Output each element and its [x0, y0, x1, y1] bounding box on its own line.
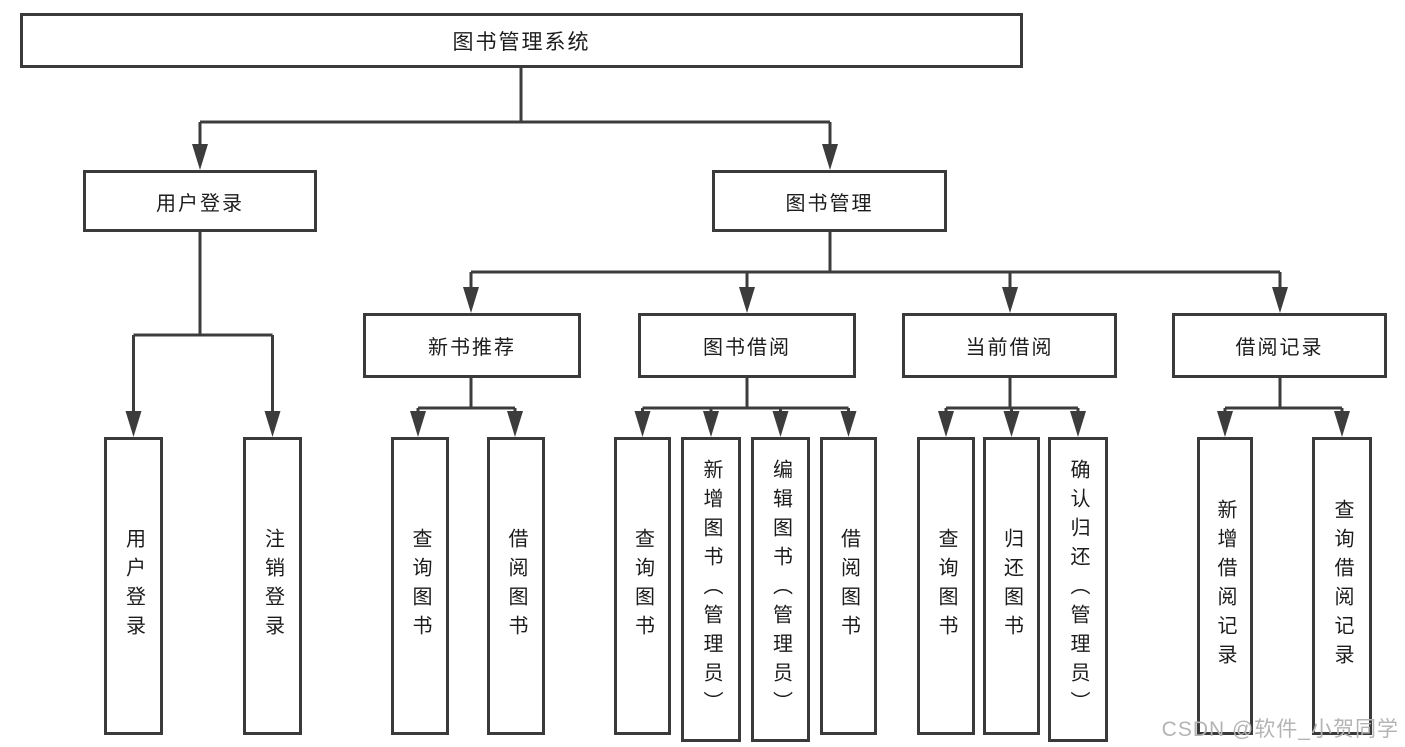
connector-borrowing-records [1223, 378, 1344, 413]
connector-book-management-to-level3 [469, 232, 1282, 289]
arrowhead [1272, 287, 1288, 313]
leaf-borrow-books: 借阅图书 [820, 437, 877, 735]
arrowhead [822, 144, 838, 170]
node-library-management-system: 图书管理系统 [20, 13, 1023, 68]
connector-new-book-recommendation [416, 378, 517, 413]
node-new-book-recommendation: 新书推荐 [363, 313, 581, 378]
arrowhead [703, 411, 719, 437]
csdn-watermark: CSDN @软件_小贺同学 [1161, 718, 1399, 741]
leaf-logout: 注销登录 [243, 437, 302, 735]
arrowhead [840, 411, 857, 437]
leaf-query-borrow-record: 查询借阅记录 [1312, 437, 1372, 735]
arrowhead [634, 411, 651, 437]
leaf-user-login: 用户登录 [104, 437, 163, 735]
arrowhead [264, 411, 281, 437]
arrowhead [1002, 287, 1018, 313]
arrowhead [1070, 411, 1086, 437]
leaf-borrow-books-recommendation: 借阅图书 [487, 437, 545, 735]
arrowhead [739, 287, 755, 313]
arrowhead [463, 287, 479, 313]
arrowhead [507, 411, 523, 437]
leaf-confirm-return-admin: 确认归还（管理员） [1048, 437, 1108, 742]
connector-current-borrowing [944, 378, 1080, 413]
node-borrowing-records: 借阅记录 [1172, 313, 1387, 378]
node-book-management: 图书管理 [712, 170, 947, 232]
arrowhead [192, 144, 208, 170]
arrowhead [1334, 411, 1350, 437]
node-current-borrowing: 当前借阅 [902, 313, 1117, 378]
arrowhead [125, 411, 142, 437]
leaf-query-books-current: 查询图书 [917, 437, 975, 735]
arrowheads [125, 144, 1350, 437]
arrowhead [772, 411, 789, 437]
arrowhead [1217, 411, 1233, 437]
arrowhead [1003, 411, 1020, 437]
leaf-query-books-borrowing: 查询图书 [614, 437, 671, 735]
leaf-add-book-admin: 新增图书（管理员） [681, 437, 741, 742]
arrowhead [938, 411, 954, 437]
leaf-add-borrow-record: 新增借阅记录 [1197, 437, 1253, 735]
arrowhead [410, 411, 426, 437]
node-user-login: 用户登录 [83, 170, 317, 232]
node-book-borrowing: 图书借阅 [638, 313, 856, 378]
connector-root-to-level2 [198, 68, 832, 146]
leaf-edit-book-admin: 编辑图书（管理员） [751, 437, 810, 742]
connector-user-login-to-leaves [132, 232, 274, 413]
leaf-return-books: 归还图书 [983, 437, 1040, 735]
connector-book-borrowing [641, 378, 850, 413]
leaf-query-books-recommendation: 查询图书 [391, 437, 449, 735]
